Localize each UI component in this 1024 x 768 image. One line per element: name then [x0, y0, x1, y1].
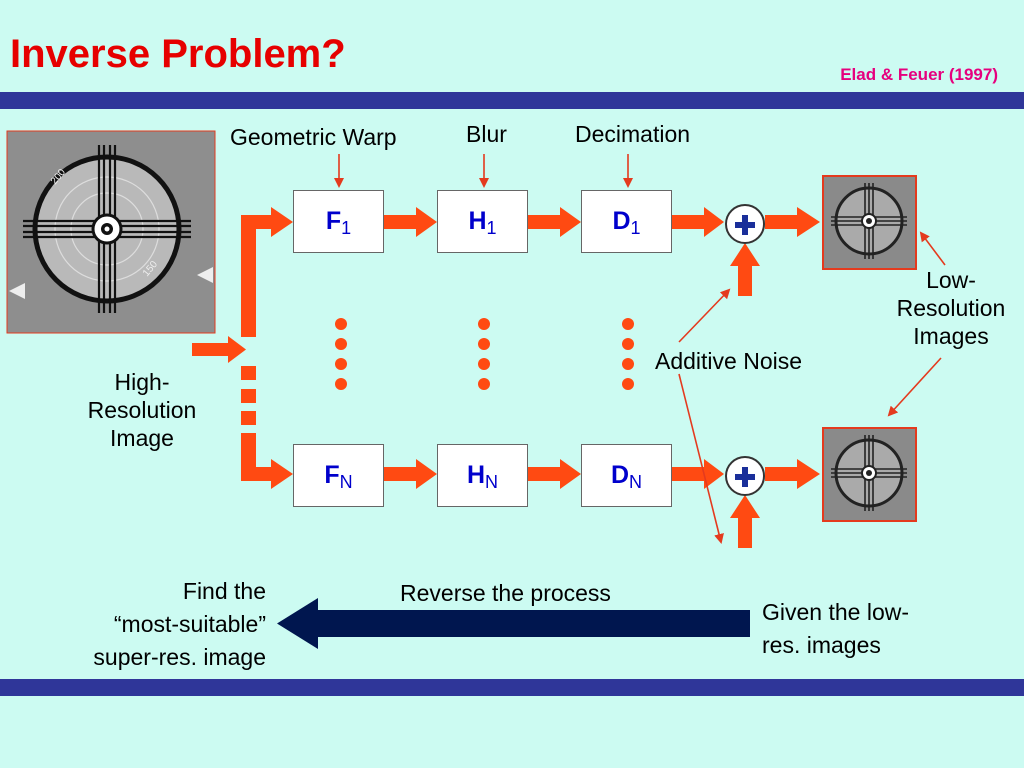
top-divider-bar — [0, 92, 1024, 109]
input-arrow-shaft — [192, 343, 230, 356]
reverse-arrow-shaft — [316, 610, 750, 637]
reverse-arrow-head — [277, 598, 318, 649]
trunk-dash — [241, 389, 256, 403]
given-line: res. images — [762, 632, 881, 658]
callout-arrows — [334, 154, 946, 544]
block-dn-main: D — [610, 461, 630, 489]
ellipsis-dots — [335, 318, 634, 390]
low-res-line: Images — [913, 323, 989, 349]
block-fn-sub: N — [339, 472, 353, 492]
block-d1-sub: 1 — [630, 218, 641, 238]
label-blur: Blur — [466, 121, 507, 147]
branch-bottom-head — [271, 459, 293, 489]
row-arrows-bottom — [384, 459, 820, 548]
label-additive-noise: Additive Noise — [655, 348, 803, 374]
input-arrow-head — [228, 336, 246, 363]
given-line: Given the low- — [762, 599, 910, 625]
label-reverse-process: Reverse the process — [400, 580, 611, 606]
reverse-arrow — [277, 598, 750, 649]
find-line: Find the — [182, 578, 266, 604]
label-find-super-res: Find the “most-suitable” super-res. imag… — [30, 575, 266, 674]
block-dn-sub: N — [629, 472, 643, 492]
label-low-res-images: Low- Resolution Images — [878, 266, 1024, 350]
branch-top-shaft — [241, 215, 273, 229]
branch-bottom-shaft — [241, 467, 273, 481]
high-res-line: Resolution — [87, 397, 197, 423]
sum-node-bottom — [725, 456, 765, 496]
trunk-solid-top — [241, 220, 256, 337]
low-res-line: Resolution — [896, 295, 1006, 321]
label-high-res-image: High- Resolution Image — [68, 368, 216, 452]
high-res-image: 200 150 — [6, 130, 216, 334]
high-res-line: High- — [114, 369, 170, 395]
sum-node-top — [725, 204, 765, 244]
block-f1-main: F — [325, 207, 342, 235]
find-line: super-res. image — [93, 644, 266, 670]
block-hn-sub: N — [485, 472, 499, 492]
low-res-line: Low- — [926, 267, 976, 293]
slide-title: Inverse Problem? — [10, 32, 346, 76]
block-hn-main: H — [466, 461, 486, 489]
label-given-low-res: Given the low- res. images — [762, 596, 992, 662]
trunk-dash — [241, 366, 256, 380]
block-d1-main: D — [612, 207, 631, 235]
block-f1-sub: 1 — [341, 218, 352, 238]
branch-top-head — [271, 207, 293, 237]
high-res-line: Image — [110, 425, 174, 451]
label-decimation: Decimation — [575, 121, 691, 147]
bottom-divider-bar — [0, 679, 1024, 696]
find-line: “most-suitable” — [113, 611, 266, 637]
row-arrows-top — [384, 207, 820, 296]
citation: Elad & Feuer (1997) — [840, 65, 998, 84]
label-geometric-warp: Geometric Warp — [230, 124, 397, 150]
trunk-dash — [241, 411, 256, 425]
low-res-image-bottom — [822, 427, 917, 522]
block-h1-sub: 1 — [486, 218, 497, 238]
low-res-image-top — [822, 175, 917, 270]
block-h1-main: H — [468, 207, 487, 235]
input-trunk — [192, 207, 293, 489]
block-fn-main: F — [324, 461, 340, 489]
